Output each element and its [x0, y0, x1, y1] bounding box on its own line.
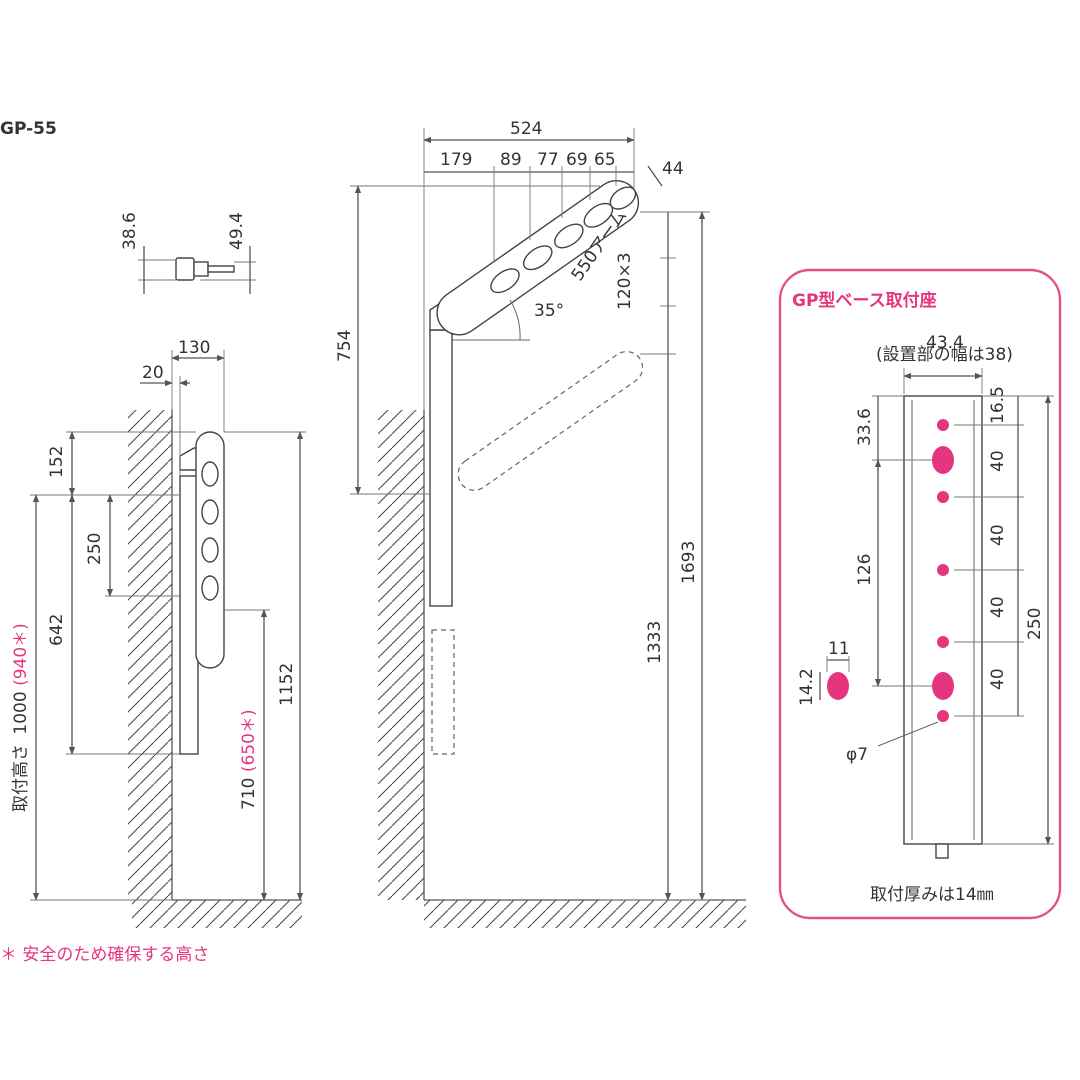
open-dim-seg3: 77: [537, 150, 559, 170]
base-width: 43.4: [926, 333, 964, 353]
base-pitch-4: 40: [988, 668, 1008, 690]
top-view: 38.6 49.4: [120, 212, 256, 294]
side-dim-width: 130: [178, 338, 210, 358]
base-top-margin: 16.5: [988, 386, 1008, 424]
base-slot-span: 126: [855, 554, 875, 586]
open-dim-seg5: 65: [594, 150, 616, 170]
base-width-note: (設置部の幅は38): [876, 345, 1013, 365]
safety-footnote: ＊ 安全のため確保する高さ: [0, 945, 209, 965]
side-dim-top-gap: 152: [47, 446, 67, 478]
hole-diameter: φ7: [846, 745, 868, 765]
open-dim-seg4: 69: [566, 150, 588, 170]
side-safe-height: 710 (650＊): [239, 709, 259, 810]
base-pitch-3: 40: [988, 596, 1008, 618]
open-wall: [378, 410, 424, 900]
mount-height-alt: (940＊): [11, 623, 31, 686]
base-top-hole-offset: 33.6: [855, 408, 875, 446]
side-dim-arm-span: 250: [85, 533, 105, 565]
top-view-dim-b: 49.4: [227, 212, 247, 250]
open-dim-arm-rise: 754: [335, 330, 355, 362]
side-mount-height: 取付高さ 1000 (940＊): [11, 623, 31, 812]
side-floor: [132, 900, 302, 928]
open-pole: [429, 329, 453, 607]
base-thickness-note: 取付厚みは14㎜: [870, 885, 994, 905]
open-dim-1333: 1333: [645, 621, 665, 664]
open-arm: [436, 179, 640, 336]
side-arm-holes: [201, 461, 219, 601]
base-panel: GP型ベース取付座 43.4 (設置部の幅は38) 11 14.2: [778, 268, 1062, 920]
slot-height: 14.2: [797, 668, 817, 706]
open-view: 35° 524 179 89 77 69 65 44 550アーム 754 12…: [335, 119, 746, 928]
base-panel-frame: [778, 268, 1062, 920]
open-angle: 35°: [534, 301, 564, 321]
slot-detail: [827, 672, 849, 700]
base-pitch-2: 40: [988, 524, 1008, 546]
mount-height-label: 取付高さ: [11, 744, 31, 812]
side-view: 130 20 152 250 642 取付高さ 1000 (940＊) 710 …: [11, 338, 306, 928]
open-floor: [424, 900, 746, 928]
open-dim-seg1: 179: [440, 150, 472, 170]
open-dim-arm-thickness: 44: [662, 159, 684, 179]
side-dim-total-height: 1152: [277, 663, 297, 706]
top-view-dim-a: 38.6: [120, 212, 140, 250]
base-pitch-1: 40: [988, 450, 1008, 472]
top-view-bracket-shape: [175, 257, 235, 281]
open-dim-total-width: 524: [510, 119, 542, 139]
safe-height-alt: (650＊): [239, 709, 259, 772]
open-pole-lowered: [431, 629, 455, 755]
model-title: GP-55: [0, 119, 57, 139]
side-dim-642: 642: [47, 614, 67, 646]
side-wall: [128, 410, 172, 900]
open-dim-seg2: 89: [500, 150, 522, 170]
safe-height-value: 710: [239, 778, 259, 810]
base-total-length: 250: [1025, 608, 1045, 640]
side-dim-offset: 20: [142, 363, 164, 383]
mount-height-value: 1000: [11, 691, 31, 734]
open-dim-1693: 1693: [679, 541, 699, 584]
base-panel-title: GP型ベース取付座: [792, 290, 937, 311]
open-arm-lowered: [457, 350, 644, 491]
open-dim-step: 120×3: [615, 252, 635, 310]
base-holes: [932, 419, 954, 722]
slot-width: 11: [828, 639, 850, 659]
